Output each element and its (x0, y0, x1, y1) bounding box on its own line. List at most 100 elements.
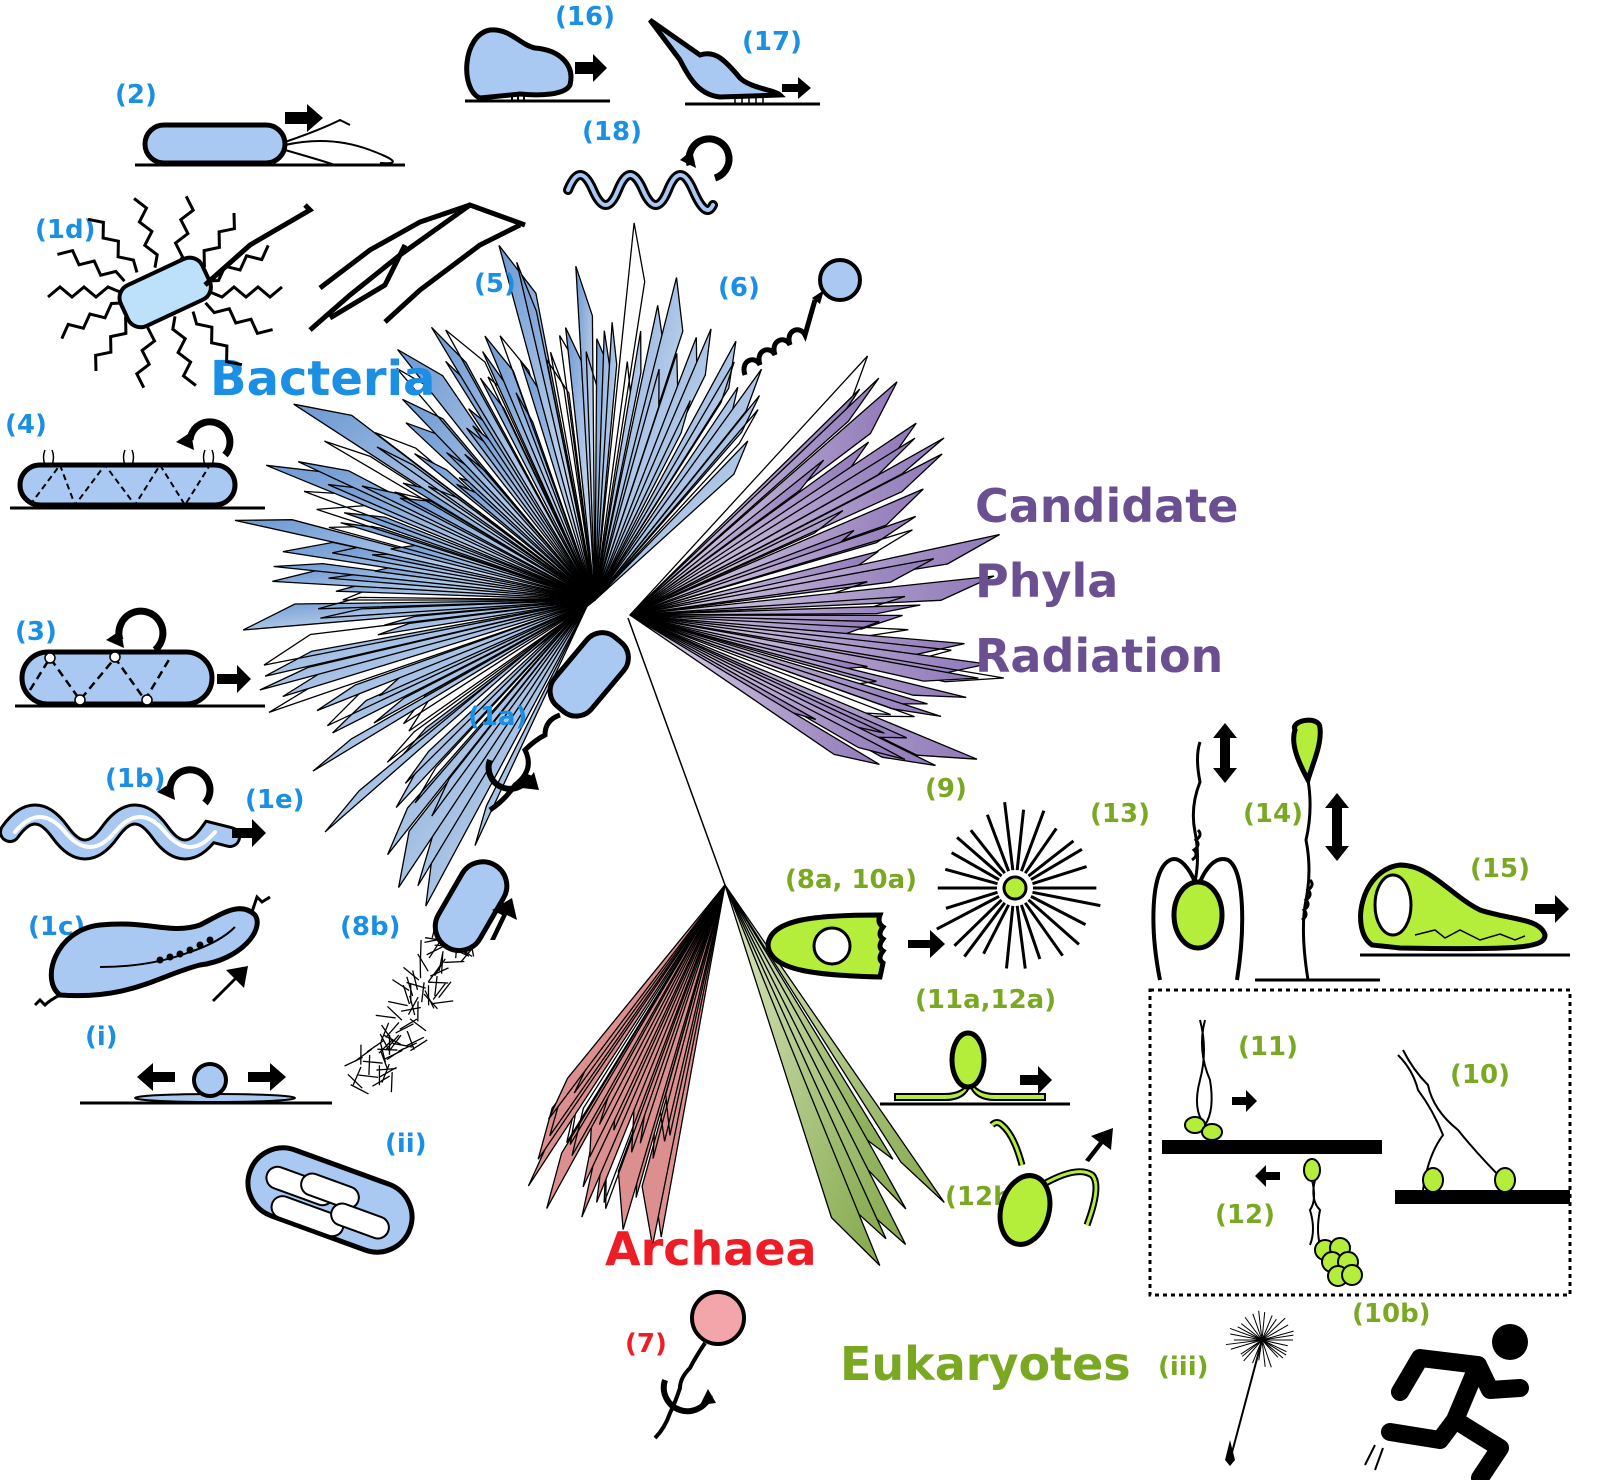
illustration-9-heliozoan: (9) (925, 774, 1101, 969)
pappus-bristle (1237, 1326, 1263, 1341)
axopodium (1003, 802, 1015, 871)
label-16: (16) (555, 2, 615, 32)
axopodium (985, 814, 1011, 872)
illustration-2-swarming-rod: (2) (115, 80, 405, 167)
tree-branch (594, 361, 735, 601)
slime-fiber (409, 995, 416, 1016)
label-13: (13) (1090, 799, 1150, 829)
label-18: (18) (582, 117, 642, 147)
axopodium (1015, 809, 1026, 871)
axopodium (1024, 901, 1064, 957)
slime-fiber (412, 970, 419, 990)
slime-fiber (379, 1033, 391, 1053)
tree-branch (264, 599, 596, 677)
bacteria-label: Bacteria (210, 351, 435, 407)
label-14: (14) (1243, 799, 1303, 829)
pappus-bristle (1244, 1317, 1263, 1341)
flagellum (47, 285, 121, 299)
axopodium (1027, 898, 1080, 946)
tree-branch (545, 359, 596, 601)
label-1e: (1e) (245, 785, 305, 815)
slime-fiber (350, 1084, 369, 1095)
illustration-14-vorticella: (14) (1243, 717, 1380, 982)
pappus-bristle (1243, 1339, 1263, 1362)
slime-fiber (358, 1074, 379, 1079)
arrow-right-icon (232, 819, 266, 847)
arrow-right-icon (1232, 1090, 1257, 1112)
slime-fiber (405, 1036, 425, 1047)
slime-fiber (354, 1048, 372, 1062)
pappus-bristle (1225, 1339, 1263, 1346)
archaea-label: Archaea (605, 1222, 817, 1276)
tree-branch (629, 575, 995, 616)
archaea-clade (527, 884, 726, 1246)
axopodium (945, 890, 998, 910)
illustration-13-chlamydomonas: (13) (1090, 723, 1245, 981)
tree-branch (515, 392, 596, 601)
flagellum (204, 301, 273, 336)
label-10b: (10b) (1352, 1299, 1431, 1329)
slime-fiber (434, 976, 438, 997)
tree-branch (242, 599, 596, 631)
illustration-i-spreading: (i) (80, 1022, 332, 1105)
pappus-bristle (1261, 1312, 1266, 1341)
tree-branch (629, 614, 967, 699)
arrow-right-icon (248, 1063, 286, 1091)
illustration-iii-dandelion-seed: (iii) (1158, 1310, 1294, 1466)
slime-fiber (352, 1066, 362, 1086)
illustration-1d-peritrichous: (1d) (35, 195, 283, 389)
flagellum (133, 197, 159, 268)
tree-branch (430, 326, 596, 601)
axopodium (963, 901, 1006, 958)
illustration-motor-proteins-box: (11) (10) (12) (1148, 988, 1572, 1297)
axopodium (944, 867, 998, 886)
illustration-4-gliding-surface: (4) (5, 410, 265, 510)
tree-trunk (627, 617, 726, 886)
pappus-bristle (1240, 1339, 1263, 1355)
label-2: (2) (115, 80, 157, 110)
rotation-arrow-icon (186, 418, 234, 458)
label-3: (3) (15, 617, 57, 647)
arrow-right-icon (1535, 895, 1569, 923)
slime-fiber (409, 1018, 427, 1032)
tree-branch (498, 245, 596, 601)
slime-fiber (407, 996, 419, 1015)
axopodium (953, 898, 1003, 947)
pappus-bristle (1261, 1339, 1279, 1358)
tree-branch (629, 515, 917, 616)
illustration-17-gliding-cell: (17) (648, 17, 820, 106)
tree-branch (594, 395, 761, 601)
arrow-right-icon (908, 930, 945, 958)
illustration-18-spirochete: (18) (563, 117, 733, 215)
label-11: (11) (1238, 1032, 1298, 1062)
eukaryote-clade (724, 884, 945, 1266)
slime-fiber (344, 1056, 363, 1067)
double-arrow-icon (1325, 793, 1349, 861)
slime-fiber (386, 1005, 403, 1021)
label-17: (17) (742, 27, 802, 57)
slime-fiber (347, 1073, 363, 1089)
tree-branch (549, 351, 596, 601)
arrow-right-icon (782, 77, 811, 99)
arrow-diagonal-icon (212, 966, 248, 1002)
label-i: (i) (85, 1022, 118, 1052)
slime-fiber (428, 981, 449, 984)
rotation-arrow-icon (685, 135, 733, 182)
illustration-7-archaellum: (7) (625, 1290, 746, 1440)
slime-fiber (406, 1030, 415, 1050)
tree-branch (594, 409, 759, 601)
double-arrow-icon (1213, 723, 1237, 783)
axopodium (1030, 848, 1083, 881)
flagellum (209, 285, 283, 299)
pappus-bristle (1261, 1330, 1294, 1341)
illustration-1c-spirochete-cell: (1c) (28, 894, 271, 1008)
label-12: (12) (1215, 1200, 1275, 1230)
slime-fiber (444, 960, 465, 964)
tree-branch (340, 522, 596, 601)
slime-fiber (377, 1048, 398, 1051)
tree-branch (594, 222, 646, 601)
label-7: (7) (625, 1329, 667, 1359)
axopodium (1004, 905, 1015, 969)
tree-branch (387, 599, 591, 856)
